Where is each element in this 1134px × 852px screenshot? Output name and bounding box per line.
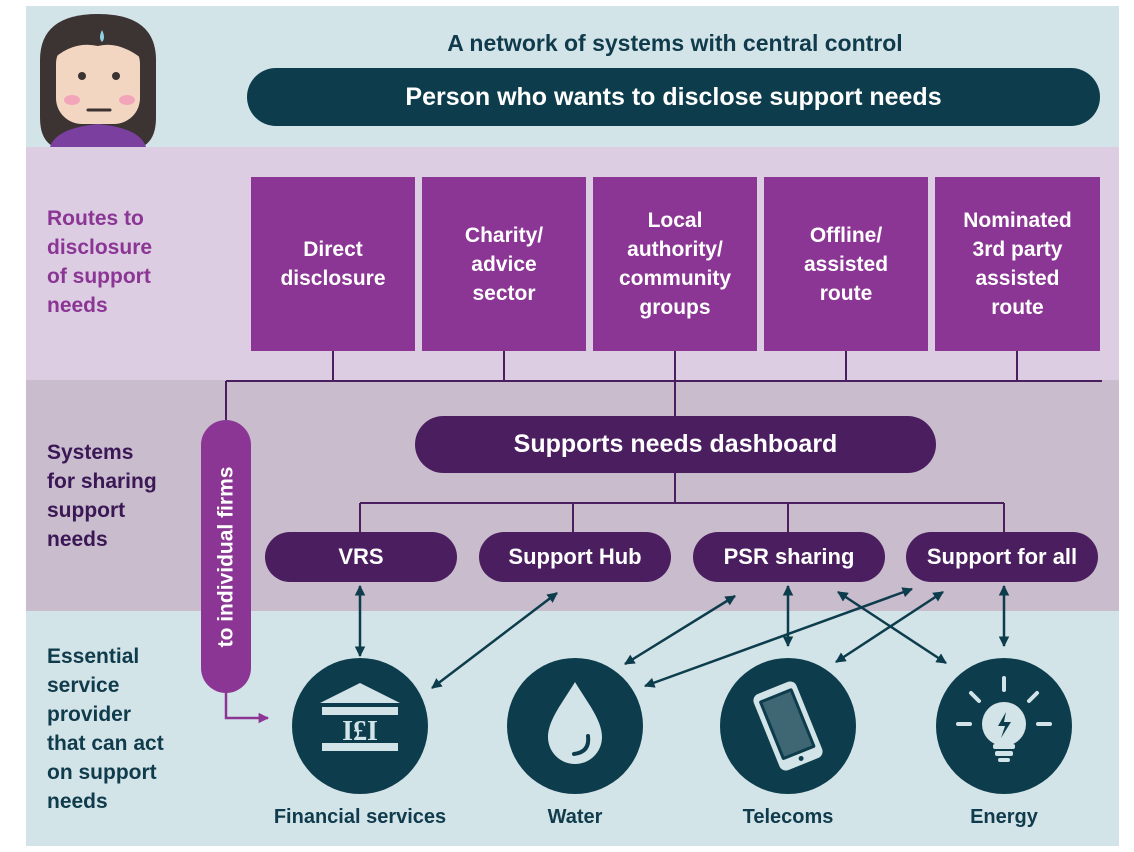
provider-label-water: Water [547, 806, 603, 828]
route-label-line: Charity/ [464, 223, 544, 247]
route-label-line: community [618, 267, 731, 290]
route-charity-advice: Charity/ advice sector [422, 177, 586, 351]
providers-label-line: that can act [47, 732, 164, 755]
route-label-line: advice [471, 252, 537, 276]
providers-label-line: service [47, 674, 120, 697]
phone-icon [720, 658, 856, 794]
person-pill: Person who wants to disclose support nee… [247, 68, 1100, 126]
route-direct-disclosure: Direct disclosure [251, 177, 415, 351]
route-label-line: Nominated [963, 209, 1072, 232]
providers-label-line: needs [47, 790, 108, 813]
bank-icon-text: I£I [342, 716, 378, 747]
route-label-line: route [819, 281, 873, 305]
support-needs-dashboard: Supports needs dashboard [415, 416, 936, 473]
route-label-line: Offline/ [809, 223, 883, 247]
routes-label-line: disclosure [47, 236, 153, 259]
lightbulb-icon [936, 658, 1072, 794]
system-support-hub: Support Hub [479, 532, 671, 582]
system-vrs: VRS [265, 532, 457, 582]
routes-label-line: needs [47, 294, 108, 317]
route-label-line: route [991, 296, 1044, 319]
providers-label-line: provider [47, 703, 132, 726]
route-label-line: sector [472, 281, 536, 305]
provider-label-energy: Energy [970, 806, 1038, 828]
systems-label-line: needs [47, 528, 108, 551]
systems-label-line: Systems [47, 441, 134, 464]
route-label-line: Direct [303, 238, 363, 261]
water-drop-icon [507, 658, 643, 794]
system-psr-sharing: PSR sharing [693, 532, 885, 582]
routes-label-line: Routes to [47, 207, 144, 230]
individual-firms-pill [201, 420, 251, 693]
provider-label-telecoms: Telecoms [742, 806, 834, 828]
route-label-line: groups [639, 296, 711, 319]
system-support-for-all: Support for all [906, 532, 1098, 582]
diagram-title: A network of systems with central contro… [447, 30, 903, 56]
route-nominated-third-party: Nominated 3rd party assisted route [935, 177, 1100, 351]
routes-label-line: of support [47, 265, 151, 288]
route-label-line: assisted [975, 267, 1060, 290]
bank-icon: I£I [292, 658, 428, 794]
providers-label-line: on support [47, 761, 157, 784]
routes-section-label: Routes to disclosure of support needs [47, 204, 152, 320]
systems-label-line: support [47, 499, 126, 522]
systems-section-label: Systems for sharing support needs [47, 438, 157, 554]
systems-label-line: for sharing [47, 470, 157, 493]
route-label-line: disclosure [280, 267, 386, 290]
route-offline-assisted: Offline/ assisted route [764, 177, 928, 351]
route-label-line: 3rd party [972, 238, 1063, 261]
route-label-line: assisted [803, 252, 889, 276]
providers-section-label: Essential service provider that can act … [47, 642, 164, 816]
route-label-line: Local [647, 209, 703, 232]
providers-label-line: Essential [47, 645, 140, 668]
route-local-authority: Local authority/ community groups [593, 177, 757, 351]
person-avatar [40, 14, 156, 147]
route-label-line: authority/ [627, 238, 723, 261]
provider-label-financial-services: Financial services [273, 806, 447, 828]
